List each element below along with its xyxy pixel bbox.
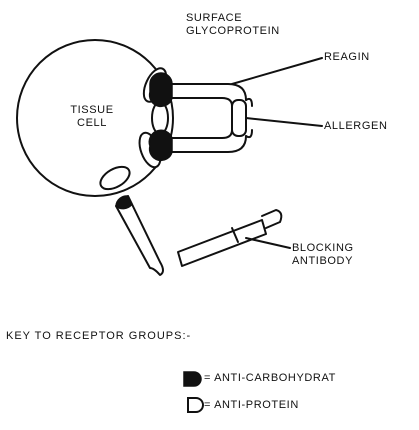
leader-blocking (246, 238, 290, 248)
key-title: KEY TO RECEPTOR GROUPS:- (6, 330, 191, 342)
label-surface-glycoprotein: SURFACE GLYCOPROTEIN (186, 12, 280, 38)
label-reagin: REAGIN (324, 51, 370, 64)
label-tissue-line1: TISSUE (62, 104, 122, 117)
label-tissue-cell: TISSUE CELL (62, 104, 122, 130)
key-item-anti-carbohydrate: = ANTI-CARBOHYDRAT (204, 372, 336, 384)
key-text-anti-carbohydrate: = ANTI-CARBOHYDRAT (204, 372, 336, 384)
leader-reagin (232, 58, 322, 84)
label-tissue-line2: CELL (62, 117, 122, 130)
allergen-rod (232, 100, 246, 136)
label-surface-line1: SURFACE (186, 12, 280, 25)
receptor-anticarb-upper (150, 73, 172, 106)
label-blocking-antibody: BLOCKING ANTIBODY (292, 242, 354, 268)
receptor-anticarb-lower (149, 130, 172, 160)
leader-allergen (246, 118, 322, 126)
key-text-anti-protein: = ANTI-PROTEIN (204, 399, 299, 411)
blocking-antibody (178, 220, 266, 266)
label-surface-line2: GLYCOPROTEIN (186, 25, 280, 38)
key-symbol-filled (184, 372, 201, 386)
key-symbol-open (188, 398, 203, 412)
label-allergen: ALLERGEN (324, 120, 388, 133)
blocking-antibody-tip (262, 210, 281, 228)
label-blocking-line2: ANTIBODY (292, 255, 354, 268)
label-blocking-line1: BLOCKING (292, 242, 354, 255)
key-item-anti-protein: = ANTI-PROTEIN (204, 399, 299, 411)
receptor-anticarb-bottom (116, 196, 132, 209)
